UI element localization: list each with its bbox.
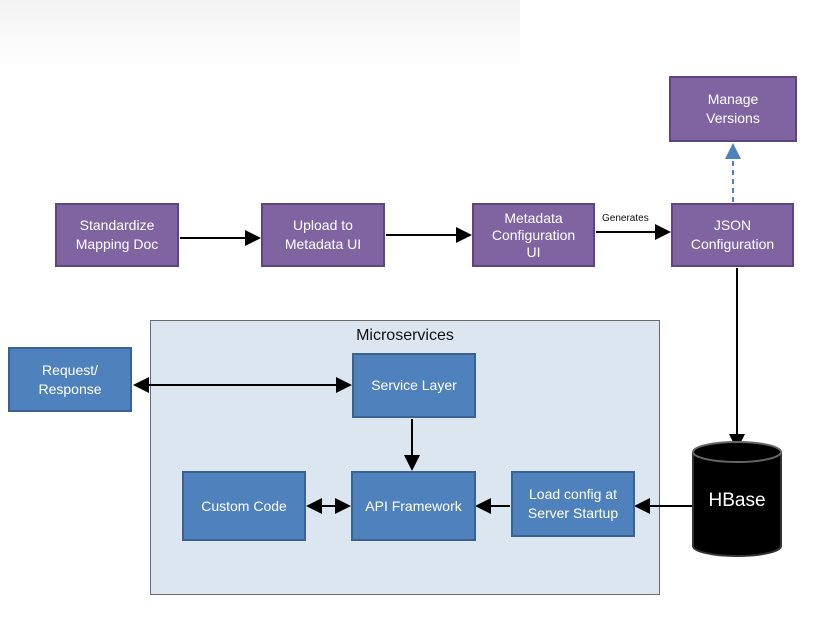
upload-metadata-node: Upload to Metadata UI bbox=[261, 203, 385, 267]
microservices-title: Microservices bbox=[356, 327, 454, 344]
standardize-mapping-node: Standardize Mapping Doc bbox=[55, 203, 179, 267]
request-response-node: Request/ Response bbox=[8, 347, 132, 412]
json-configuration-node: JSON Configuration bbox=[671, 203, 794, 267]
custom-code-node: Custom Code bbox=[182, 471, 306, 541]
generates-label: Generates bbox=[602, 213, 649, 224]
load-config-node: Load config at Server Startup bbox=[511, 471, 635, 537]
api-framework-node: API Framework bbox=[351, 471, 476, 541]
hbase-label: HBase bbox=[708, 490, 766, 511]
hbase-cylinder bbox=[692, 441, 782, 557]
manage-versions-node: Manage Versions bbox=[669, 76, 797, 142]
metadata-configuration-node: Metadata Configuration UI bbox=[472, 203, 595, 267]
service-layer-node: Service Layer bbox=[352, 353, 476, 418]
background-haze bbox=[0, 0, 520, 70]
